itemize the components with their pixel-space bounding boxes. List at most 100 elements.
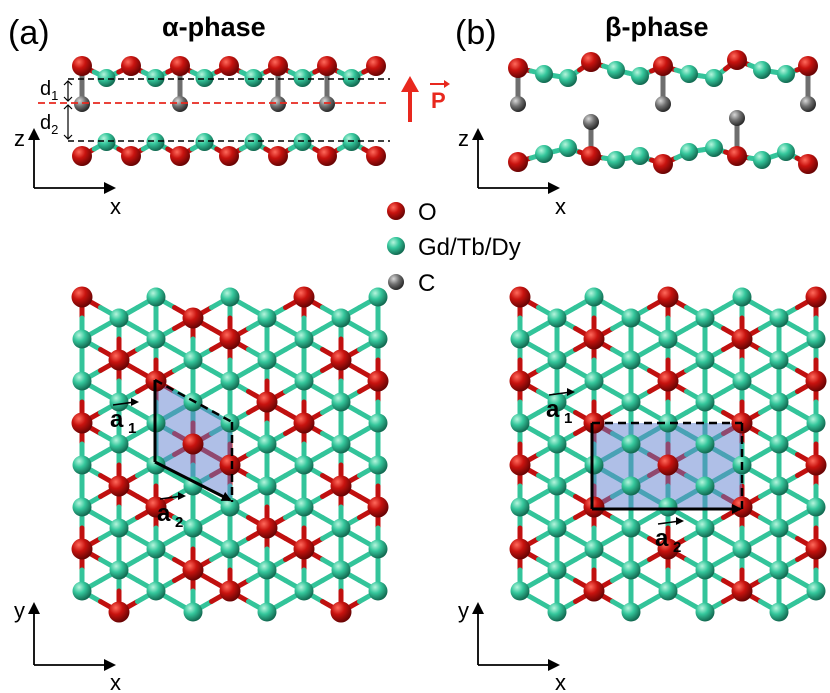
carbon-atom xyxy=(729,110,745,126)
metal-atom xyxy=(806,413,826,433)
oxygen-atom xyxy=(170,56,190,76)
beta-top-view-atoms xyxy=(509,286,827,622)
oxygen-atom xyxy=(727,146,747,166)
oxygen-atom xyxy=(509,370,531,392)
metal-atom xyxy=(705,69,723,87)
metal-atom xyxy=(257,434,277,454)
oxygen-atom xyxy=(653,154,673,174)
oxygen-atom xyxy=(293,412,315,434)
metal-atom xyxy=(257,308,277,328)
oxygen-atom xyxy=(509,538,531,560)
metal-atom xyxy=(769,434,789,454)
axes-a-side xyxy=(28,128,116,194)
metal-atom xyxy=(559,139,577,157)
oxygen-atom xyxy=(170,146,190,166)
metal-atom xyxy=(183,602,203,622)
metal-atom xyxy=(621,350,641,370)
oxygen-atom xyxy=(583,580,605,602)
metal-atom xyxy=(220,539,240,559)
metal-atom xyxy=(621,560,641,580)
metal-atom xyxy=(331,308,351,328)
metal-atom xyxy=(368,329,388,349)
metal-atom xyxy=(368,287,388,307)
metal-atom xyxy=(72,581,92,601)
metal-atom xyxy=(331,392,351,412)
metal-atom xyxy=(658,329,678,349)
metal-atom xyxy=(97,69,116,87)
metal-atom xyxy=(695,308,715,328)
oxygen-atom xyxy=(108,349,130,371)
metal-atom xyxy=(146,329,166,349)
axis-y-label-b: y xyxy=(458,598,469,623)
metal-atom xyxy=(146,69,165,87)
metal-atom xyxy=(695,434,715,454)
svg-text:2: 2 xyxy=(673,539,681,556)
metal-atom xyxy=(97,133,116,151)
metal-atom xyxy=(257,476,277,496)
metal-atom xyxy=(146,539,166,559)
oxygen-atom xyxy=(317,146,337,166)
metal-atom xyxy=(183,518,203,538)
metal-atom xyxy=(220,371,240,391)
metal-atom xyxy=(244,69,263,87)
metal-atom xyxy=(695,350,715,370)
axes-b-top xyxy=(472,602,560,671)
oxygen-atom xyxy=(657,370,679,392)
metal-atom xyxy=(294,497,314,517)
carbon-atom xyxy=(172,96,188,112)
metal-atom xyxy=(769,602,789,622)
metal-atom xyxy=(146,455,166,475)
alpha-side-view xyxy=(72,56,386,166)
metal-atom xyxy=(220,497,240,517)
oxygen-atom xyxy=(508,58,528,78)
oxygen-atom xyxy=(293,286,315,308)
metal-atom xyxy=(631,67,649,85)
oxygen-atom xyxy=(256,391,278,413)
metal-atom xyxy=(680,143,698,161)
oxygen-atom xyxy=(219,56,239,76)
metal-atom xyxy=(559,69,577,87)
metal-atom xyxy=(753,61,771,79)
oxygen-atom xyxy=(583,328,605,350)
metal-atom xyxy=(183,476,203,496)
axis-x-label-b-side: x xyxy=(555,194,566,219)
d2-label: d2 xyxy=(40,112,58,137)
metal-atom xyxy=(547,392,567,412)
oxygen-atom xyxy=(509,454,531,476)
metal-atom xyxy=(220,413,240,433)
oxygen-atom xyxy=(108,601,130,623)
metal-atom xyxy=(806,329,826,349)
metal-atom xyxy=(368,455,388,475)
metal-atom xyxy=(769,350,789,370)
metal-atom xyxy=(547,308,567,328)
axes-b-side xyxy=(472,128,560,194)
metal-atom xyxy=(769,518,789,538)
legend-carbon-swatch xyxy=(388,274,404,290)
carbon-atom xyxy=(319,96,335,112)
oxygen-atom xyxy=(330,349,352,371)
svg-text:a: a xyxy=(110,406,124,433)
metal-atom xyxy=(732,539,752,559)
oxygen-atom xyxy=(108,475,130,497)
metal-atom xyxy=(510,329,530,349)
metal-atom xyxy=(658,581,678,601)
beta-unit-cell xyxy=(590,421,744,514)
oxygen-atom xyxy=(72,56,92,76)
metal-atom xyxy=(621,602,641,622)
metal-atom xyxy=(584,371,604,391)
axis-z-label-a: z xyxy=(14,126,25,151)
metal-atom xyxy=(510,413,530,433)
panel-a-label: (a) xyxy=(8,14,50,52)
legend-metal-swatch xyxy=(387,237,405,255)
oxygen-atom xyxy=(805,538,827,560)
metal-atom xyxy=(535,65,553,83)
metal-atom xyxy=(331,560,351,580)
axis-z-label-b: z xyxy=(458,126,469,151)
oxygen-atom xyxy=(367,496,389,518)
metal-atom xyxy=(584,455,604,475)
oxygen-atom xyxy=(657,286,679,308)
a1-label-alpha: a 1 xyxy=(110,398,139,437)
metal-atom xyxy=(631,147,649,165)
metal-atom xyxy=(695,392,715,412)
panel-b-label: (b) xyxy=(455,14,497,52)
